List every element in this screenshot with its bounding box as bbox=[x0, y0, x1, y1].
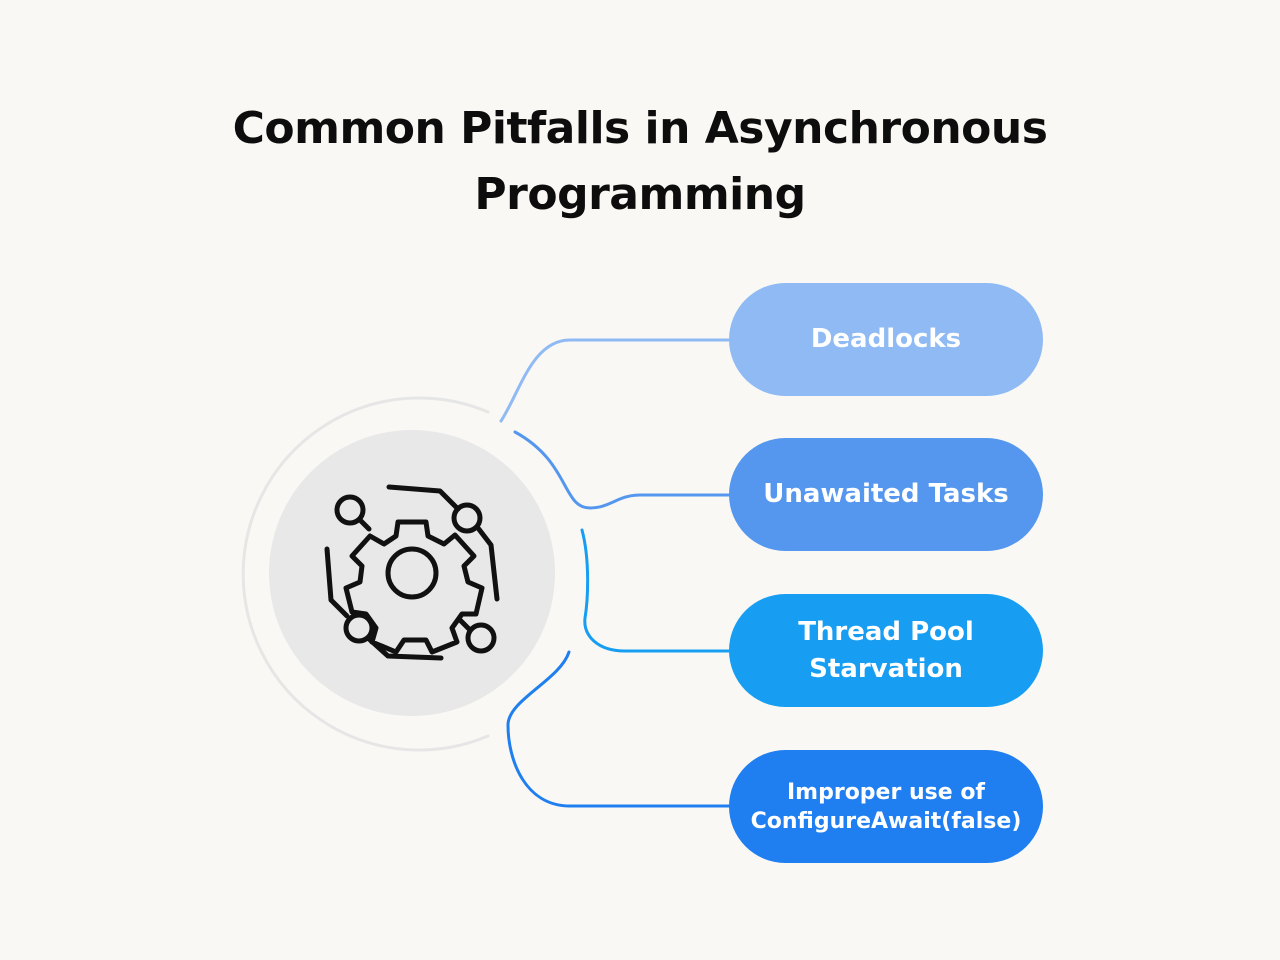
pitfall-configureawait: Improper use of ConfigureAwait(false) bbox=[729, 750, 1043, 863]
connector-unawaited-tasks bbox=[513, 430, 731, 510]
hub-outer-ring bbox=[241, 396, 490, 752]
connector-thread-pool-starvation bbox=[580, 528, 731, 653]
pitfall-deadlocks: Deadlocks bbox=[729, 283, 1043, 396]
connector-deadlocks bbox=[499, 338, 731, 423]
pitfall-thread-pool-starvation: Thread Pool Starvation bbox=[729, 594, 1043, 707]
gear-network-icon bbox=[324, 484, 500, 661]
pitfall-label: Improper use of ConfigureAwait(false) bbox=[750, 779, 1022, 834]
page-title: Common Pitfalls in Asynchronous Programm… bbox=[232, 103, 1048, 220]
pitfall-label: Unawaited Tasks bbox=[763, 479, 1009, 509]
pitfall-label: Deadlocks bbox=[810, 324, 962, 354]
pitfall-unawaited-tasks: Unawaited Tasks bbox=[729, 438, 1043, 551]
pitfall-label: Thread Pool Starvation bbox=[798, 616, 974, 684]
connector-configureawait bbox=[506, 650, 731, 808]
hub-circle bbox=[269, 430, 555, 716]
